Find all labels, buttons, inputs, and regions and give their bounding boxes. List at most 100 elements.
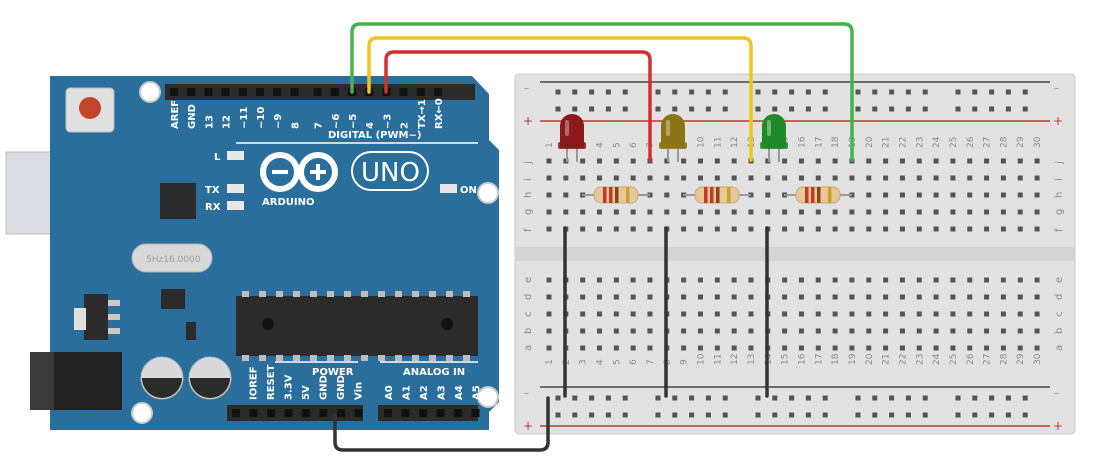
breadboard-hole[interactable] bbox=[630, 311, 636, 317]
header-pin[interactable] bbox=[313, 88, 322, 96]
breadboard-hole[interactable] bbox=[1000, 311, 1006, 317]
breadboard-hole[interactable] bbox=[984, 345, 990, 351]
rail-hole[interactable] bbox=[672, 412, 678, 418]
breadboard-hole[interactable] bbox=[563, 209, 569, 215]
rail-hole[interactable] bbox=[889, 89, 895, 95]
breadboard-hole[interactable] bbox=[546, 328, 552, 334]
breadboard-hole[interactable] bbox=[933, 294, 939, 300]
breadboard-hole[interactable] bbox=[950, 158, 956, 164]
rail-hole[interactable] bbox=[1005, 412, 1011, 418]
breadboard-hole[interactable] bbox=[933, 158, 939, 164]
breadboard-hole[interactable] bbox=[933, 192, 939, 198]
breadboard-hole[interactable] bbox=[613, 311, 619, 317]
breadboard-hole[interactable] bbox=[883, 345, 889, 351]
header-pin[interactable] bbox=[204, 88, 213, 96]
breadboard-hole[interactable] bbox=[580, 158, 586, 164]
rail-hole[interactable] bbox=[655, 412, 661, 418]
wire-green[interactable] bbox=[350, 22, 854, 162]
breadboard-hole[interactable] bbox=[916, 345, 922, 351]
breadboard-hole[interactable] bbox=[1017, 226, 1023, 232]
rail-hole[interactable] bbox=[1022, 89, 1028, 95]
breadboard-hole[interactable] bbox=[580, 311, 586, 317]
breadboard-hole[interactable] bbox=[664, 175, 670, 181]
rail-hole[interactable] bbox=[572, 106, 578, 112]
breadboard-hole[interactable] bbox=[815, 328, 821, 334]
breadboard-hole[interactable] bbox=[1000, 175, 1006, 181]
breadboard-hole[interactable] bbox=[950, 226, 956, 232]
breadboard-hole[interactable] bbox=[866, 345, 872, 351]
breadboard-hole[interactable] bbox=[899, 158, 905, 164]
breadboard-hole[interactable] bbox=[782, 175, 788, 181]
breadboard-hole[interactable] bbox=[916, 328, 922, 334]
breadboard-hole[interactable] bbox=[967, 158, 973, 164]
rail-hole[interactable] bbox=[722, 106, 728, 112]
rail-hole[interactable] bbox=[955, 412, 961, 418]
breadboard-hole[interactable] bbox=[883, 158, 889, 164]
rail-hole[interactable] bbox=[705, 106, 711, 112]
rail-hole[interactable] bbox=[705, 412, 711, 418]
breadboard-hole[interactable] bbox=[697, 209, 703, 215]
breadboard-hole[interactable] bbox=[765, 209, 771, 215]
breadboard-hole[interactable] bbox=[782, 311, 788, 317]
breadboard-hole[interactable] bbox=[950, 345, 956, 351]
breadboard-hole[interactable] bbox=[580, 226, 586, 232]
breadboard-hole[interactable] bbox=[798, 294, 804, 300]
header-pin[interactable] bbox=[187, 88, 196, 96]
breadboard-hole[interactable] bbox=[697, 175, 703, 181]
power-pin[interactable] bbox=[337, 409, 345, 417]
breadboard-hole[interactable] bbox=[832, 226, 838, 232]
breadboard-hole[interactable] bbox=[899, 277, 905, 283]
breadboard-hole[interactable] bbox=[916, 226, 922, 232]
breadboard-hole[interactable] bbox=[580, 175, 586, 181]
breadboard-hole[interactable] bbox=[563, 158, 569, 164]
rail-hole[interactable] bbox=[772, 106, 778, 112]
rail-hole[interactable] bbox=[872, 106, 878, 112]
breadboard-hole[interactable] bbox=[984, 328, 990, 334]
breadboard-hole[interactable] bbox=[849, 277, 855, 283]
breadboard-hole[interactable] bbox=[883, 294, 889, 300]
breadboard-hole[interactable] bbox=[748, 328, 754, 334]
breadboard-hole[interactable] bbox=[883, 209, 889, 215]
rail-hole[interactable] bbox=[689, 412, 695, 418]
rail-hole[interactable] bbox=[805, 412, 811, 418]
breadboard-hole[interactable] bbox=[1017, 345, 1023, 351]
breadboard-hole[interactable] bbox=[647, 311, 653, 317]
breadboard-hole[interactable] bbox=[832, 294, 838, 300]
rail-hole[interactable] bbox=[772, 412, 778, 418]
breadboard-hole[interactable] bbox=[916, 192, 922, 198]
led-green[interactable] bbox=[760, 114, 788, 162]
header-pin[interactable] bbox=[399, 88, 408, 96]
rail-hole[interactable] bbox=[922, 395, 928, 401]
rail-hole[interactable] bbox=[989, 89, 995, 95]
rail-hole[interactable] bbox=[989, 412, 995, 418]
analog-pin[interactable] bbox=[436, 409, 445, 417]
breadboard-hole[interactable] bbox=[832, 311, 838, 317]
breadboard-hole[interactable] bbox=[866, 209, 872, 215]
breadboard-hole[interactable] bbox=[849, 311, 855, 317]
breadboard-hole[interactable] bbox=[714, 209, 720, 215]
breadboard-hole[interactable] bbox=[815, 158, 821, 164]
breadboard-hole[interactable] bbox=[832, 209, 838, 215]
breadboard-hole[interactable] bbox=[933, 328, 939, 334]
rail-hole[interactable] bbox=[872, 412, 878, 418]
breadboard-hole[interactable] bbox=[866, 158, 872, 164]
breadboard-hole[interactable] bbox=[899, 328, 905, 334]
rail-hole[interactable] bbox=[555, 89, 561, 95]
breadboard-hole[interactable] bbox=[546, 175, 552, 181]
breadboard-hole[interactable] bbox=[1034, 192, 1040, 198]
breadboard-hole[interactable] bbox=[1034, 277, 1040, 283]
rail-hole[interactable] bbox=[872, 89, 878, 95]
breadboard-hole[interactable] bbox=[984, 294, 990, 300]
breadboard-hole[interactable] bbox=[899, 209, 905, 215]
breadboard-hole[interactable] bbox=[1000, 328, 1006, 334]
rail-hole[interactable] bbox=[655, 106, 661, 112]
rail-hole[interactable] bbox=[822, 395, 828, 401]
rail-hole[interactable] bbox=[722, 89, 728, 95]
header-pin[interactable] bbox=[170, 88, 178, 96]
rail-hole[interactable] bbox=[572, 412, 578, 418]
rail-hole[interactable] bbox=[889, 395, 895, 401]
breadboard-hole[interactable] bbox=[1000, 345, 1006, 351]
header-pin[interactable] bbox=[273, 88, 282, 96]
breadboard-hole[interactable] bbox=[765, 175, 771, 181]
breadboard-hole[interactable] bbox=[798, 158, 804, 164]
